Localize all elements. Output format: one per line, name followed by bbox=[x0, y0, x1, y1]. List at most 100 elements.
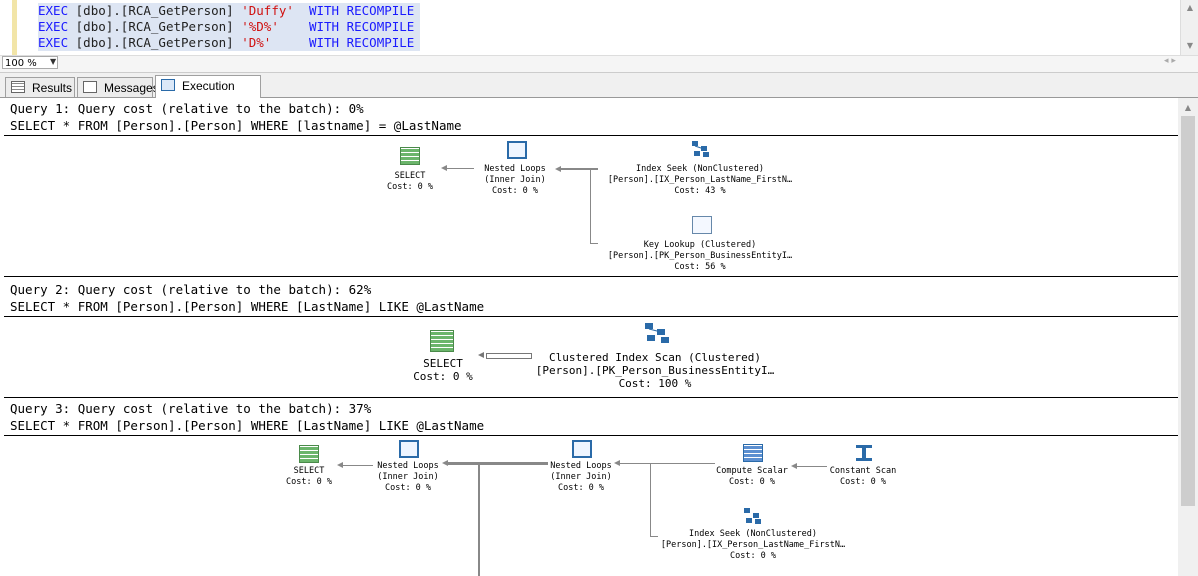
constant-scan-icon[interactable] bbox=[854, 444, 874, 462]
node-label: Index Seek (NonClustered) bbox=[636, 164, 764, 174]
connector bbox=[560, 168, 598, 170]
index-seek-icon[interactable] bbox=[691, 140, 711, 158]
connector bbox=[650, 463, 651, 536]
query-2-header: Query 2: Query cost (relative to the bat… bbox=[10, 282, 372, 297]
arrow-left-icon bbox=[614, 460, 620, 466]
zoom-strip bbox=[0, 55, 1198, 73]
code-keyword: WITH RECOMPILE bbox=[308, 19, 415, 34]
node-sublabel: (Inner Join) bbox=[550, 472, 612, 482]
query-3-header: Query 3: Query cost (relative to the bat… bbox=[10, 401, 372, 416]
horizontal-scroll-arrows-icon[interactable]: ◂ ▸ bbox=[1164, 56, 1176, 66]
node-cost: Cost: 56 % bbox=[674, 262, 726, 272]
code-gap bbox=[279, 19, 309, 34]
code-keyword: EXEC bbox=[38, 35, 69, 50]
execution-plan-pane[interactable] bbox=[0, 98, 1178, 576]
node-cost: Cost: 0 % bbox=[729, 551, 777, 561]
q3-index-seek-node[interactable]: Index Seek (NonClustered)[Person].[IX_Pe… bbox=[655, 529, 851, 562]
index-seek-icon[interactable] bbox=[743, 507, 763, 525]
select-icon[interactable] bbox=[299, 445, 319, 463]
node-label: SELECT bbox=[423, 357, 463, 370]
tab-results[interactable]: Results bbox=[5, 77, 75, 97]
select-icon[interactable] bbox=[400, 147, 420, 165]
code-identifier: [dbo].[RCA_GetPerson] bbox=[75, 35, 234, 50]
code-identifier: [dbo].[RCA_GetPerson] bbox=[75, 19, 234, 34]
node-object: [Person].[PK_Person_BusinessEntityI… bbox=[607, 251, 793, 261]
q1-key-lookup-node[interactable]: Key Lookup (Clustered)[Person].[PK_Perso… bbox=[595, 240, 805, 273]
node-cost: Cost: 0 % bbox=[413, 370, 473, 383]
code-line-1[interactable]: EXEC [dbo].[RCA_GetPerson] 'Duffy' WITH … bbox=[38, 3, 421, 19]
node-cost: Cost: 0 % bbox=[384, 483, 432, 493]
connector bbox=[448, 462, 548, 465]
node-object: [Person].[IX_Person_LastName_FirstN… bbox=[660, 540, 846, 550]
connector bbox=[446, 168, 474, 169]
code-gap bbox=[294, 3, 309, 18]
node-cost: Cost: 43 % bbox=[674, 186, 726, 196]
arrow-left-icon bbox=[555, 166, 561, 172]
node-object: [Person].[IX_Person_LastName_FirstN… bbox=[607, 175, 793, 185]
code-string: '%D%' bbox=[241, 19, 279, 34]
divider bbox=[4, 276, 1178, 277]
divider bbox=[4, 435, 1178, 436]
code-identifier: [dbo].[RCA_GetPerson] bbox=[75, 3, 234, 18]
query-2-sql: SELECT * FROM [Person].[Person] WHERE [L… bbox=[10, 299, 485, 314]
connector bbox=[590, 243, 598, 244]
query-1-sql: SELECT * FROM [Person].[Person] WHERE [l… bbox=[10, 118, 462, 133]
connector-arrow bbox=[486, 353, 532, 359]
node-label: SELECT bbox=[293, 466, 325, 476]
nested-loops-icon[interactable] bbox=[399, 440, 419, 458]
tab-messages[interactable]: Messages bbox=[77, 77, 159, 97]
node-label: Nested Loops bbox=[484, 164, 546, 174]
node-cost: Cost: 0 % bbox=[557, 483, 605, 493]
tab-label: Results bbox=[32, 81, 73, 95]
scroll-down-icon[interactable]: ▼ bbox=[1186, 41, 1194, 50]
node-label: Nested Loops bbox=[377, 461, 439, 471]
q3-nested-loops-node-1[interactable]: Nested Loops(Inner Join)Cost: 0 % bbox=[362, 461, 454, 494]
node-label: SELECT bbox=[394, 171, 426, 181]
tab-execution-plan[interactable]: Execution plan bbox=[155, 75, 261, 113]
node-cost: Cost: 0 % bbox=[491, 186, 539, 196]
scroll-up-icon[interactable]: ▲ bbox=[1184, 103, 1192, 112]
q3-nested-loops-node-2[interactable]: Nested Loops(Inner Join)Cost: 0 % bbox=[535, 461, 627, 494]
code-keyword: EXEC bbox=[38, 3, 69, 18]
node-label: Clustered Index Scan (Clustered) bbox=[549, 351, 761, 364]
editor-vertical-scrollbar[interactable]: ▲ ▼ bbox=[1180, 0, 1198, 55]
select-icon[interactable] bbox=[430, 330, 454, 352]
scroll-thumb[interactable] bbox=[1181, 116, 1195, 506]
zoom-dropdown[interactable]: 100 % bbox=[2, 56, 58, 69]
code-string: 'Duffy' bbox=[241, 3, 294, 18]
node-label: Compute Scalar bbox=[716, 466, 788, 476]
node-cost: Cost: 0 % bbox=[285, 477, 333, 487]
query-3-sql: SELECT * FROM [Person].[Person] WHERE [L… bbox=[10, 418, 485, 433]
code-keyword: WITH RECOMPILE bbox=[308, 35, 415, 50]
nested-loops-icon[interactable] bbox=[572, 440, 592, 458]
clustered-index-scan-icon[interactable] bbox=[643, 321, 671, 345]
arrow-left-icon bbox=[478, 352, 484, 358]
query-1-header: Query 1: Query cost (relative to the bat… bbox=[10, 101, 364, 116]
connector bbox=[590, 168, 591, 243]
key-lookup-icon[interactable] bbox=[692, 216, 712, 234]
execution-plan-icon bbox=[161, 79, 175, 91]
chevron-down-icon[interactable]: ▼ bbox=[50, 57, 57, 66]
q1-nested-loops-node[interactable]: Nested Loops(Inner Join)Cost: 0 % bbox=[460, 164, 570, 197]
messages-icon bbox=[83, 81, 97, 93]
node-label: Key Lookup (Clustered) bbox=[643, 240, 757, 250]
scroll-up-icon[interactable]: ▲ bbox=[1186, 3, 1194, 12]
arrow-left-icon bbox=[337, 462, 343, 468]
code-line-3[interactable]: EXEC [dbo].[RCA_GetPerson] 'D%' WITH REC… bbox=[38, 35, 421, 51]
arrow-left-icon bbox=[441, 165, 447, 171]
q1-index-seek-node[interactable]: Index Seek (NonClustered)[Person].[IX_Pe… bbox=[595, 164, 805, 197]
code-string: 'D%' bbox=[241, 35, 272, 50]
code-line-2[interactable]: EXEC [dbo].[RCA_GetPerson] '%D%' WITH RE… bbox=[38, 19, 421, 35]
nested-loops-icon[interactable] bbox=[507, 141, 527, 159]
node-sublabel: (Inner Join) bbox=[484, 175, 546, 185]
code-keyword: WITH RECOMPILE bbox=[308, 3, 415, 18]
connector bbox=[343, 465, 373, 466]
compute-scalar-icon[interactable] bbox=[743, 444, 763, 462]
q2-clustered-index-scan-node[interactable]: Clustered Index Scan (Clustered)[Person]… bbox=[525, 351, 785, 390]
node-cost: Cost: 0 % bbox=[839, 477, 887, 487]
